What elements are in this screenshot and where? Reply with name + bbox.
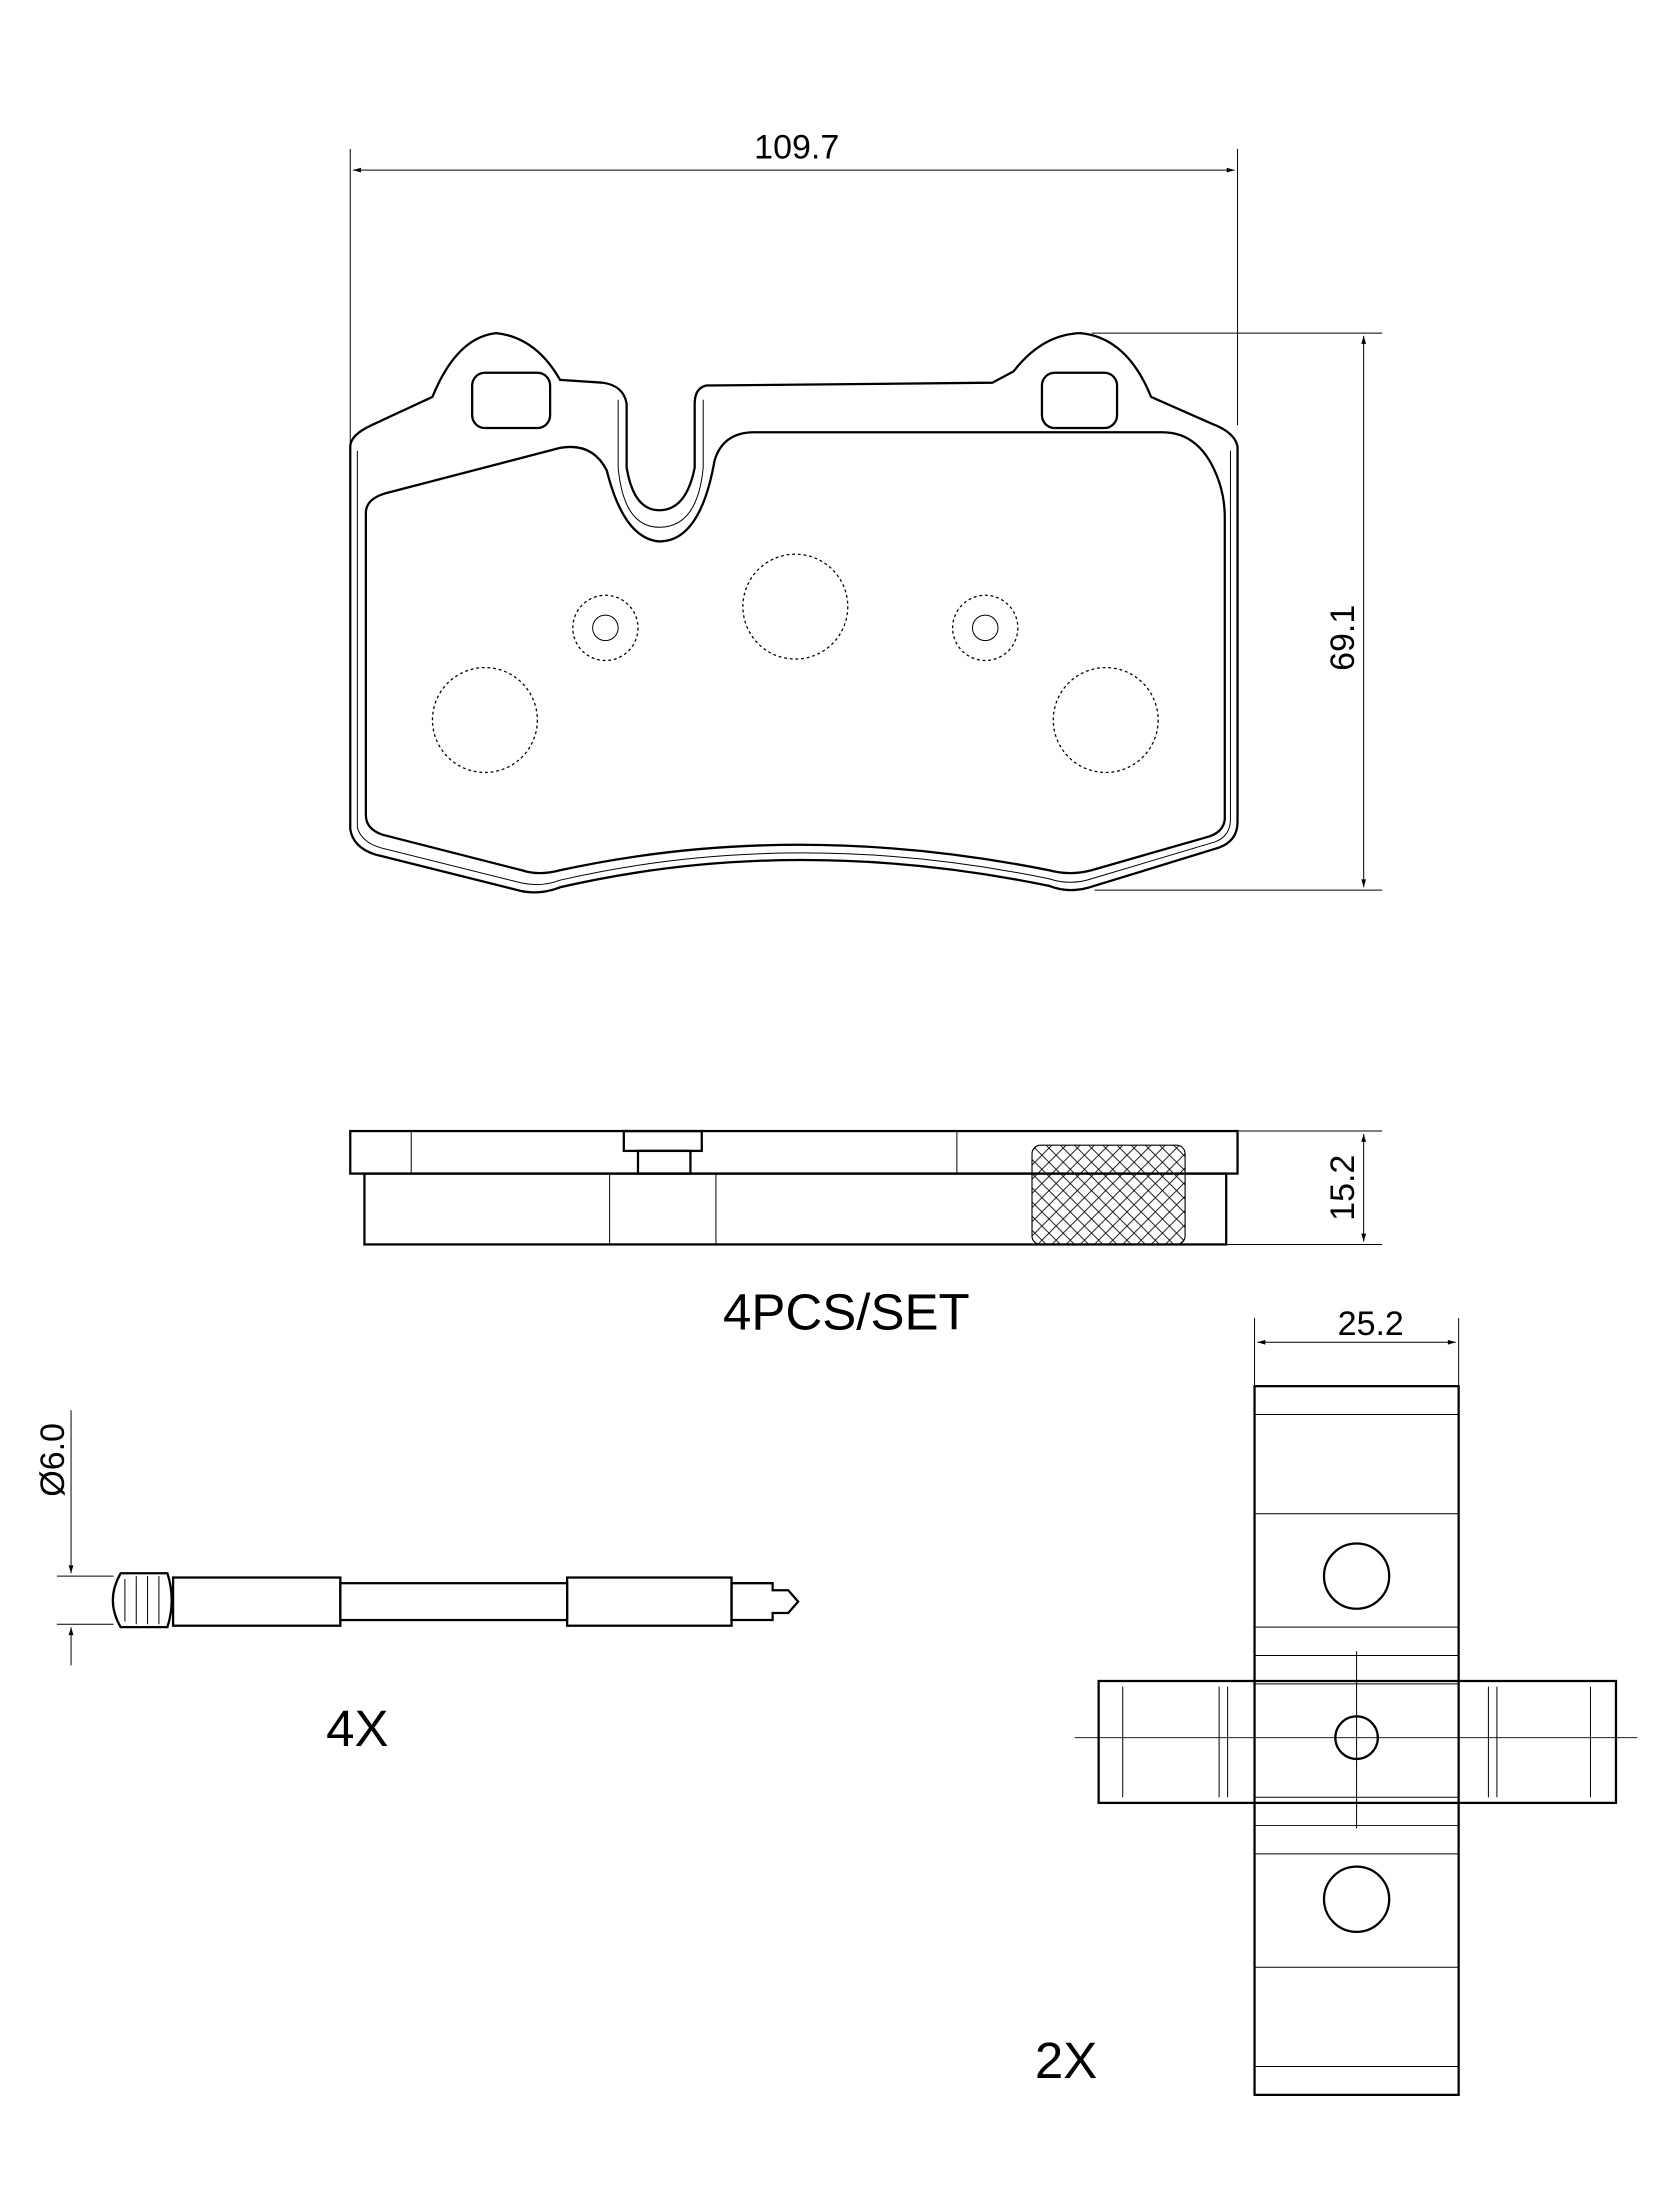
wear-sensor: Ø6.0: [34, 1410, 800, 1666]
height-dimension: 69.1: [1091, 332, 1383, 891]
piston-mark: [431, 666, 538, 774]
pad-front-view: [349, 331, 1239, 894]
pin-mark: [572, 594, 639, 662]
pin-mark: [952, 594, 1019, 662]
sensor-quantity: 4X: [326, 1700, 388, 1757]
sensor-diameter-value: Ø6.0: [34, 1423, 72, 1497]
right-ear-slot: [1040, 371, 1119, 430]
width-dimension: 109.7: [349, 129, 1239, 443]
thickness-value: 15.2: [1324, 1155, 1362, 1221]
retaining-clip: 25.2: [1074, 1305, 1638, 2096]
piston-mark: [742, 553, 849, 660]
clip-quantity: 2X: [1035, 2032, 1097, 2089]
left-ear-slot: [471, 371, 552, 430]
set-label: 4PCS/SET: [723, 1283, 970, 1340]
pad-side-view: 15.2: [349, 1129, 1383, 1246]
clip-width-value: 25.2: [1338, 1305, 1404, 1343]
height-value: 69.1: [1324, 605, 1362, 671]
piston-mark: [1052, 666, 1159, 774]
width-value: 109.7: [754, 129, 839, 167]
